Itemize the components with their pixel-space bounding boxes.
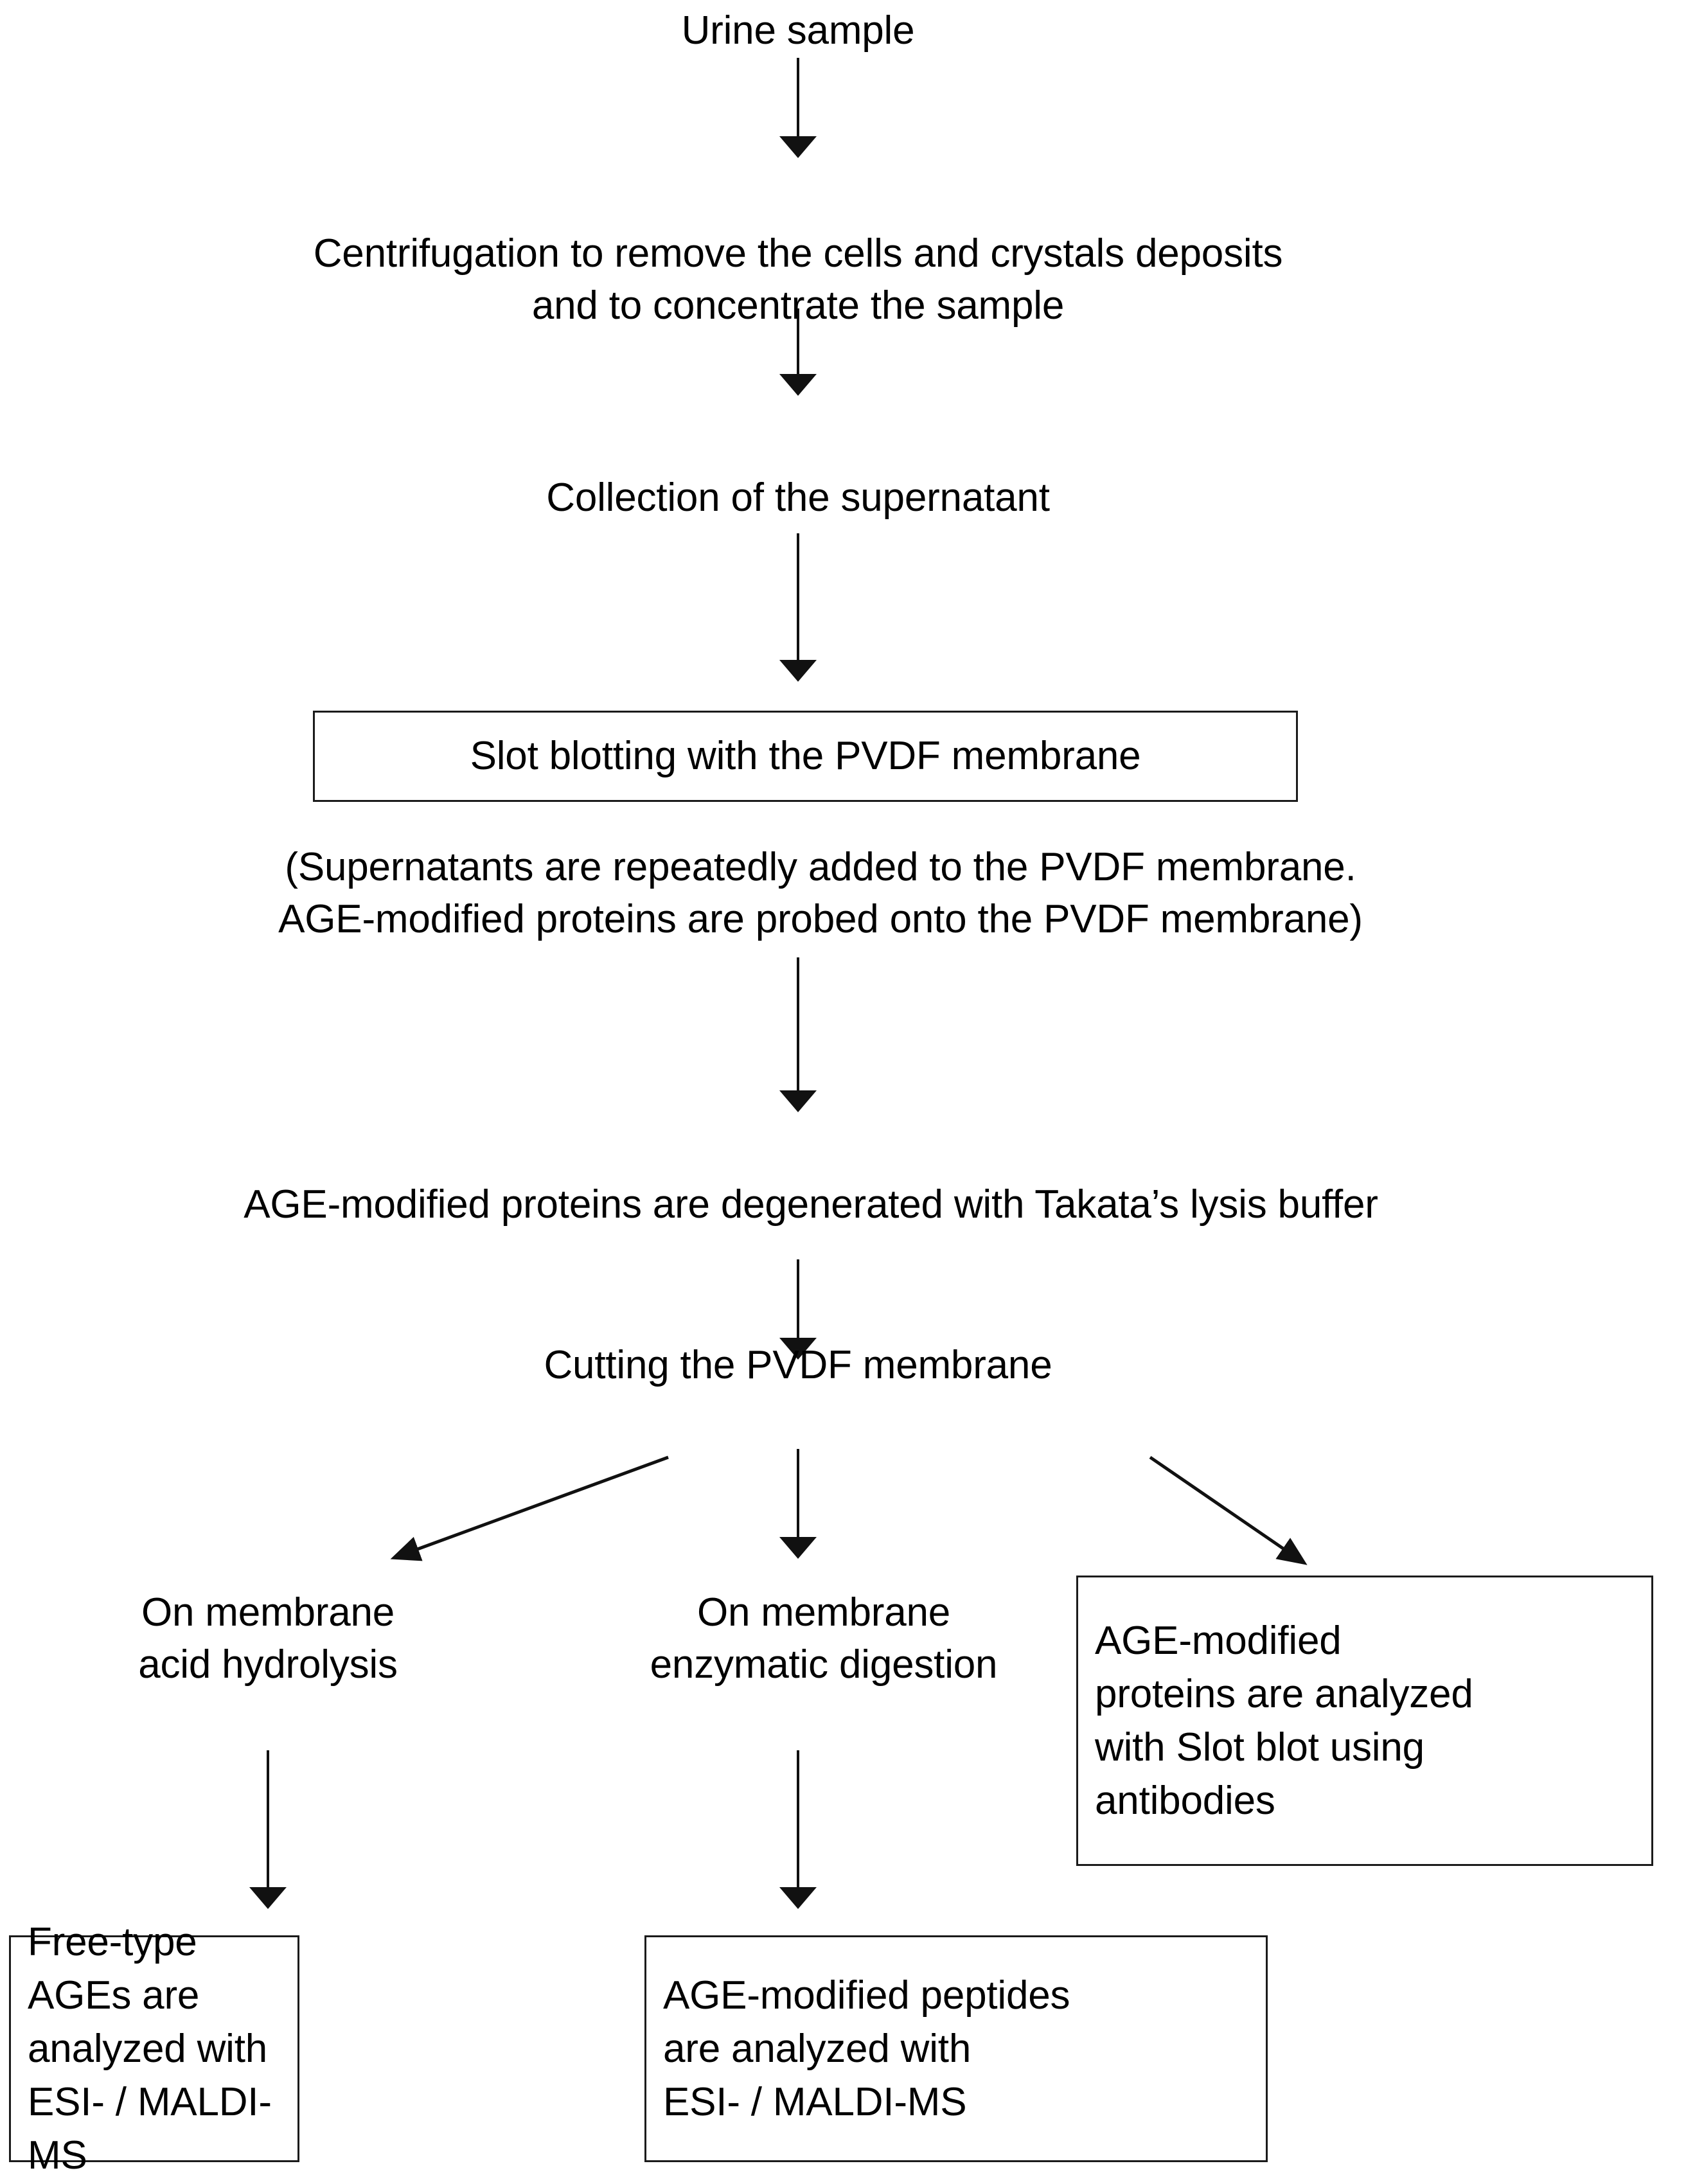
edge-cutting-to-branch-right — [1149, 1455, 1308, 1565]
node-centrifugation: Centrifugation to remove the cells and c… — [313, 231, 1283, 328]
node-result-free-type-ages-box: Free-type AGEs are analyzed with ESI- / … — [9, 1920, 299, 2178]
node-slot-blot-antibodies-label: AGE-modified proteins are analyzed with … — [1095, 1618, 1473, 1824]
node-branch-acid-hydrolysis: On membrane acid hydrolysis — [138, 1590, 398, 1687]
node-result-age-peptides-label: AGE-modified peptides are analyzed with … — [663, 1973, 1070, 2125]
node-result-age-peptides-box: AGE-modified peptides are analyzed with … — [644, 1935, 1268, 2162]
node-slot-blotting-box: Slot blotting with the PVDF membrane — [313, 711, 1298, 802]
node-slot-blotting-label: Slot blotting with the PVDF membrane — [470, 734, 1141, 779]
node-urine-sample: Urine sample — [681, 8, 915, 53]
node-cutting-pvdf: Cutting the PVDF membrane — [544, 1343, 1052, 1387]
node-degeneration: AGE-modified proteins are degenerated wi… — [244, 1182, 1378, 1227]
edge-cutting-to-branch-left — [390, 1455, 669, 1561]
node-branch-enzymatic-digestion: On membrane enzymatic digestion — [650, 1590, 998, 1687]
node-supernatant-note: (Supernatants are repeatedly added to th… — [278, 845, 1363, 941]
node-result-free-type-ages-label: Free-type AGEs are analyzed with ESI- / … — [28, 1919, 272, 2178]
node-slot-blot-antibodies-box: AGE-modified proteins are analyzed with … — [1076, 1576, 1653, 1866]
node-collection-of-supernatant: Collection of the supernatant — [546, 475, 1050, 520]
